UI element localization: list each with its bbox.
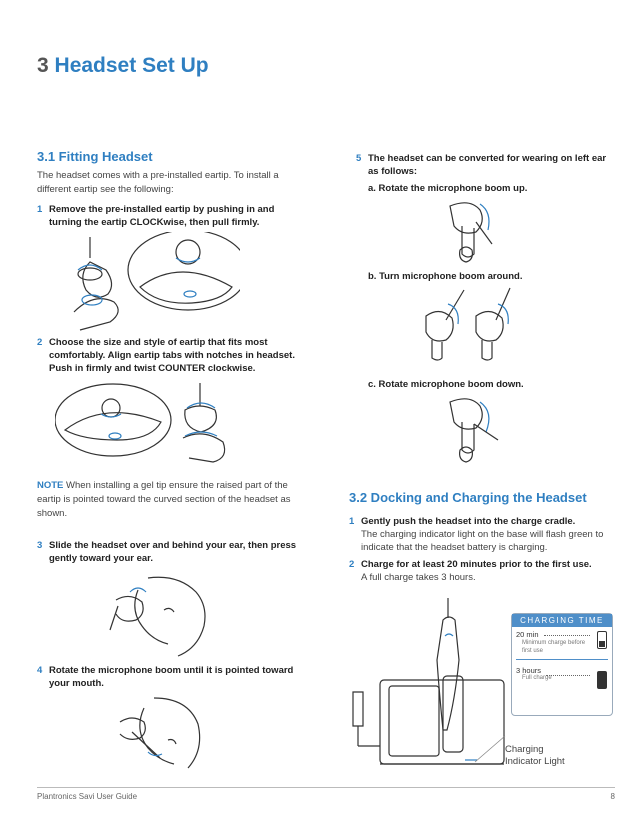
step-5b: b. Turn microphone boom around. xyxy=(368,271,523,282)
footer-doc-title: Plantronics Savi User Guide xyxy=(37,792,138,801)
step-1: 1 Remove the pre-installed eartip by pus… xyxy=(37,203,299,229)
step-4-number: 4 xyxy=(37,665,43,676)
step-5: 5 The headset can be converted for weari… xyxy=(356,152,618,178)
section-3-1-heading: 3.1 Fitting Headset xyxy=(37,149,153,164)
docking-step-1-number: 1 xyxy=(349,516,355,527)
step-3: 3 Slide the headset over and behind your… xyxy=(37,539,299,565)
boom-up-illustration xyxy=(449,202,493,263)
battery-half-icon xyxy=(597,631,607,649)
section-3-1-intro: The headset comes with a pre-installed e… xyxy=(37,170,279,195)
step-5-number: 5 xyxy=(356,153,362,164)
ear-fitting-illustration xyxy=(109,576,206,657)
note: NOTE When installing a gel tip ensure th… xyxy=(37,479,299,521)
step-2-text: Choose the size and style of eartip that… xyxy=(49,337,295,374)
battery-full-icon xyxy=(597,671,607,689)
docking-step-1-title: Gently push the headset into the charge … xyxy=(361,516,576,527)
charging-time-title: CHARGING TIME xyxy=(512,614,612,627)
charging-indicator-label: Charging Indicator Light xyxy=(505,744,565,768)
charge-20min-desc: Minimum charge before first use xyxy=(522,640,586,654)
note-label: NOTE xyxy=(37,480,64,491)
step-5a: a. Rotate the microphone boom up. xyxy=(368,183,528,194)
footer-page-number: 8 xyxy=(610,792,615,801)
page-title: 3 Headset Set Up xyxy=(37,54,209,78)
step-4-text: Rotate the microphone boom until it is p… xyxy=(49,665,294,689)
step-5-text: The headset can be converted for wearing… xyxy=(368,153,607,177)
step-2-number: 2 xyxy=(37,337,43,348)
step-3-text: Slide the headset over and behind your e… xyxy=(49,540,297,564)
section-3-2-heading: 3.2 Docking and Charging the Headset xyxy=(349,490,587,505)
charge-3hours-label: 3 hours xyxy=(516,666,542,675)
docking-step-2-title: Charge for at least 20 minutes prior to … xyxy=(361,559,592,570)
step-5c: c. Rotate microphone boom down. xyxy=(368,379,524,390)
docking-step-2-text: A full charge takes 3 hours. xyxy=(361,572,476,583)
charging-indicator-label-line1: Charging xyxy=(505,744,544,755)
charge-base-illustration xyxy=(352,598,506,765)
charge-20min-label: 20 min xyxy=(516,630,539,639)
charge-3hours-desc: Full charge xyxy=(522,675,552,681)
step-3-number: 3 xyxy=(37,540,43,551)
page-title-text: Headset Set Up xyxy=(54,54,209,77)
eartip-insertion-illustration xyxy=(55,383,226,463)
footer-divider xyxy=(37,787,615,788)
step-2: 2 Choose the size and style of eartip th… xyxy=(37,336,299,375)
page-title-number: 3 xyxy=(37,54,49,77)
docking-step-2: 2 Charge for at least 20 minutes prior t… xyxy=(349,558,619,584)
note-text: When installing a gel tip ensure the rai… xyxy=(37,480,291,519)
charging-indicator-label-line2: Indicator Light xyxy=(505,756,565,767)
boom-down-illustration xyxy=(449,398,499,463)
docking-step-1-text: The charging indicator light on the base… xyxy=(361,529,604,553)
docking-step-2-number: 2 xyxy=(349,559,355,570)
docking-step-1: 1 Gently push the headset into the charg… xyxy=(349,515,619,554)
eartip-removal-illustration xyxy=(73,232,240,331)
step-4: 4 Rotate the microphone boom until it is… xyxy=(37,664,299,690)
boom-turn-illustration xyxy=(425,287,511,361)
charging-time-box: CHARGING TIME 20 min Minimum charge befo… xyxy=(511,613,613,716)
step-1-text: Remove the pre-installed eartip by pushi… xyxy=(49,204,275,228)
boom-to-mouth-illustration xyxy=(119,697,201,769)
step-1-number: 1 xyxy=(37,204,43,215)
